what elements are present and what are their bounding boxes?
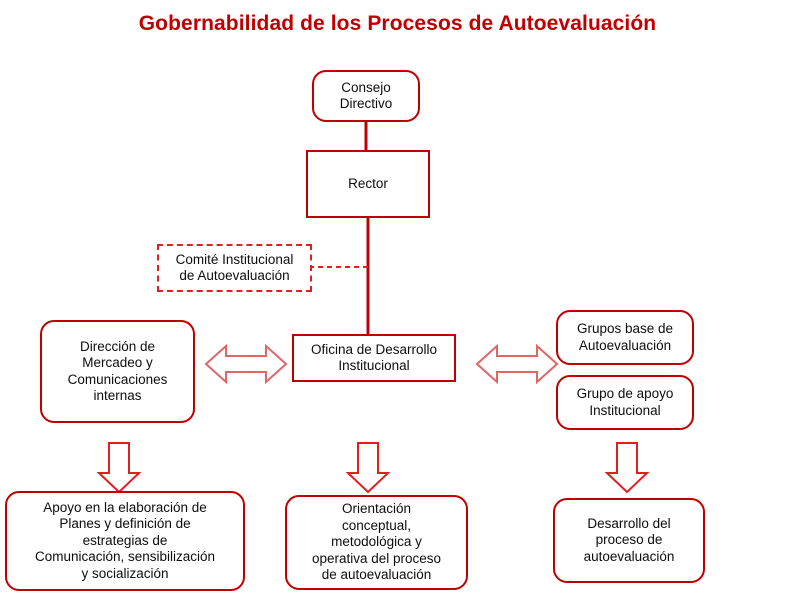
down-arrow-grupo-desarrollo: [604, 442, 650, 494]
double-arrow-oficina-grupos: [475, 343, 559, 385]
down-arrow-direccion-apoyo: [96, 442, 142, 494]
node-rector-label: Rector: [348, 175, 388, 191]
page-title: Gobernabilidad de los Procesos de Autoev…: [138, 12, 657, 35]
down-arrow-oficina-orientacion: [345, 442, 391, 494]
double-arrow-direccion-oficina: [204, 343, 288, 385]
node-rector[interactable]: Rector: [306, 150, 430, 218]
